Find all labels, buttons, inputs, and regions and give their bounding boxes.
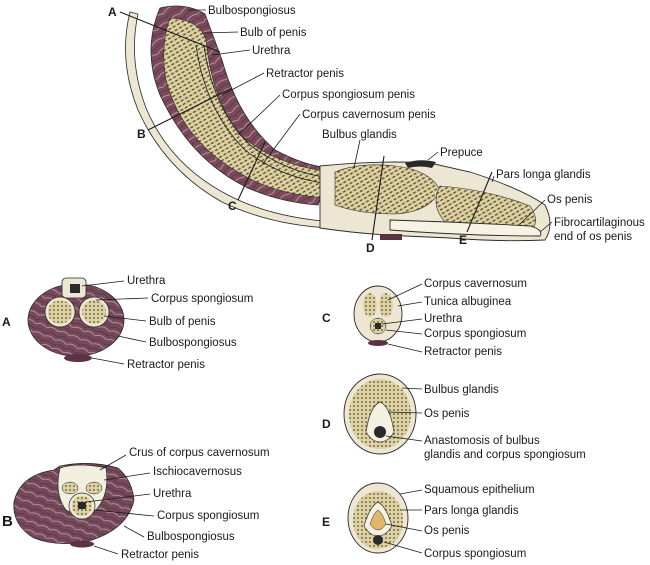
cross-section-c — [353, 285, 403, 346]
label-e-pars-longa-glandis: Pars longa glandis — [424, 505, 519, 517]
section-b-leaders — [85, 454, 155, 555]
label-a-bulbospongiosus: Bulbospongiosus — [149, 337, 237, 349]
label-retractor-penis-main: Retractor penis — [266, 68, 344, 80]
label-b-crus: Crus of corpus cavernosum — [129, 447, 270, 459]
label-d-bulbus-glandis: Bulbus glandis — [424, 384, 499, 396]
label-bulbus-glandis-main: Bulbus glandis — [322, 129, 397, 141]
label-b-bulbospongiosus: Bulbospongiosus — [147, 531, 235, 543]
label-c-tunica-albuginea: Tunica albuginea — [424, 296, 512, 308]
section-letter-e: E — [322, 515, 330, 529]
label-e-os-penis: Os penis — [424, 525, 470, 537]
label-corpus-spongiosum-penis: Corpus spongiosum penis — [282, 89, 415, 101]
label-corpus-cavernosum-penis: Corpus cavernosum penis — [302, 109, 436, 121]
section-cut-lines — [119, 11, 493, 241]
label-b-corpus-spongiosum: Corpus spongiosum — [157, 510, 259, 522]
section-letter-b: B — [2, 513, 13, 530]
urethra-line — [195, 44, 331, 185]
label-prepuce: Prepuce — [440, 147, 483, 159]
label-d-anastomosis-line2: glandis and corpus spongiosum — [424, 449, 586, 461]
penis-longitudinal-section — [125, 5, 551, 242]
label-bulbospongiosus: Bulbospongiosus — [208, 5, 296, 17]
label-a-urethra: Urethra — [127, 275, 166, 287]
main-section-letter-a: A — [108, 5, 117, 19]
cross-section-a — [27, 277, 125, 362]
label-bulb-of-penis: Bulb of penis — [240, 27, 307, 39]
label-a-retractor-penis: Retractor penis — [127, 359, 205, 371]
main-section-letter-b: B — [137, 127, 146, 141]
label-d-os-penis: Os penis — [424, 408, 470, 420]
label-urethra-main: Urethra — [252, 45, 291, 57]
section-a-leaders — [81, 280, 149, 365]
label-os-penis-main: Os penis — [547, 194, 593, 206]
label-b-ischiocavernosus: Ischiocavernosus — [153, 466, 242, 478]
main-section-letter-e: E — [459, 233, 467, 247]
section-letter-c: C — [322, 311, 331, 325]
cut-line-e — [466, 171, 493, 233]
cut-line-b — [147, 87, 233, 131]
section-d-leaders — [385, 387, 423, 442]
prepuce-flap — [405, 160, 436, 168]
label-fibrocartilaginous-line2: end of os penis — [554, 231, 632, 243]
label-e-squamous-epithelium: Squamous epithelium — [424, 484, 535, 496]
label-c-corpus-spongiosum: Corpus spongiosum — [424, 328, 526, 340]
section-c-leaders — [381, 283, 423, 353]
label-c-urethra: Urethra — [424, 313, 463, 325]
cut-line-d — [371, 155, 385, 241]
label-d-anastomosis-line1: Anastomosis of bulbus — [424, 435, 540, 447]
label-e-corpus-spongiosum: Corpus spongiosum — [424, 548, 526, 560]
label-fibrocartilaginous-line1: Fibrocartilaginous — [554, 217, 645, 229]
cross-section-e — [347, 482, 409, 554]
retractor-base — [380, 234, 402, 240]
section-letter-d: D — [322, 417, 331, 431]
cut-line-a — [119, 11, 221, 53]
label-pars-longa-glandis-main: Pars longa glandis — [496, 169, 591, 181]
label-c-retractor-penis: Retractor penis — [424, 346, 502, 358]
main-leader-lines — [188, 9, 553, 233]
section-e-leaders — [383, 489, 423, 554]
cross-section-d — [343, 373, 417, 455]
cross-section-b — [13, 463, 135, 548]
label-a-bulb-of-penis: Bulb of penis — [149, 316, 216, 328]
label-c-corpus-cavernosum: Corpus cavernosum — [424, 278, 527, 290]
section-letter-a: A — [2, 315, 11, 329]
label-a-corpus-spongiosum: Corpus spongiosum — [151, 293, 253, 305]
cut-line-c — [237, 141, 266, 201]
main-section-letter-d: D — [366, 241, 375, 255]
label-b-retractor-penis: Retractor penis — [121, 549, 199, 561]
label-b-urethra: Urethra — [153, 488, 192, 500]
main-section-letter-c: C — [228, 199, 237, 213]
